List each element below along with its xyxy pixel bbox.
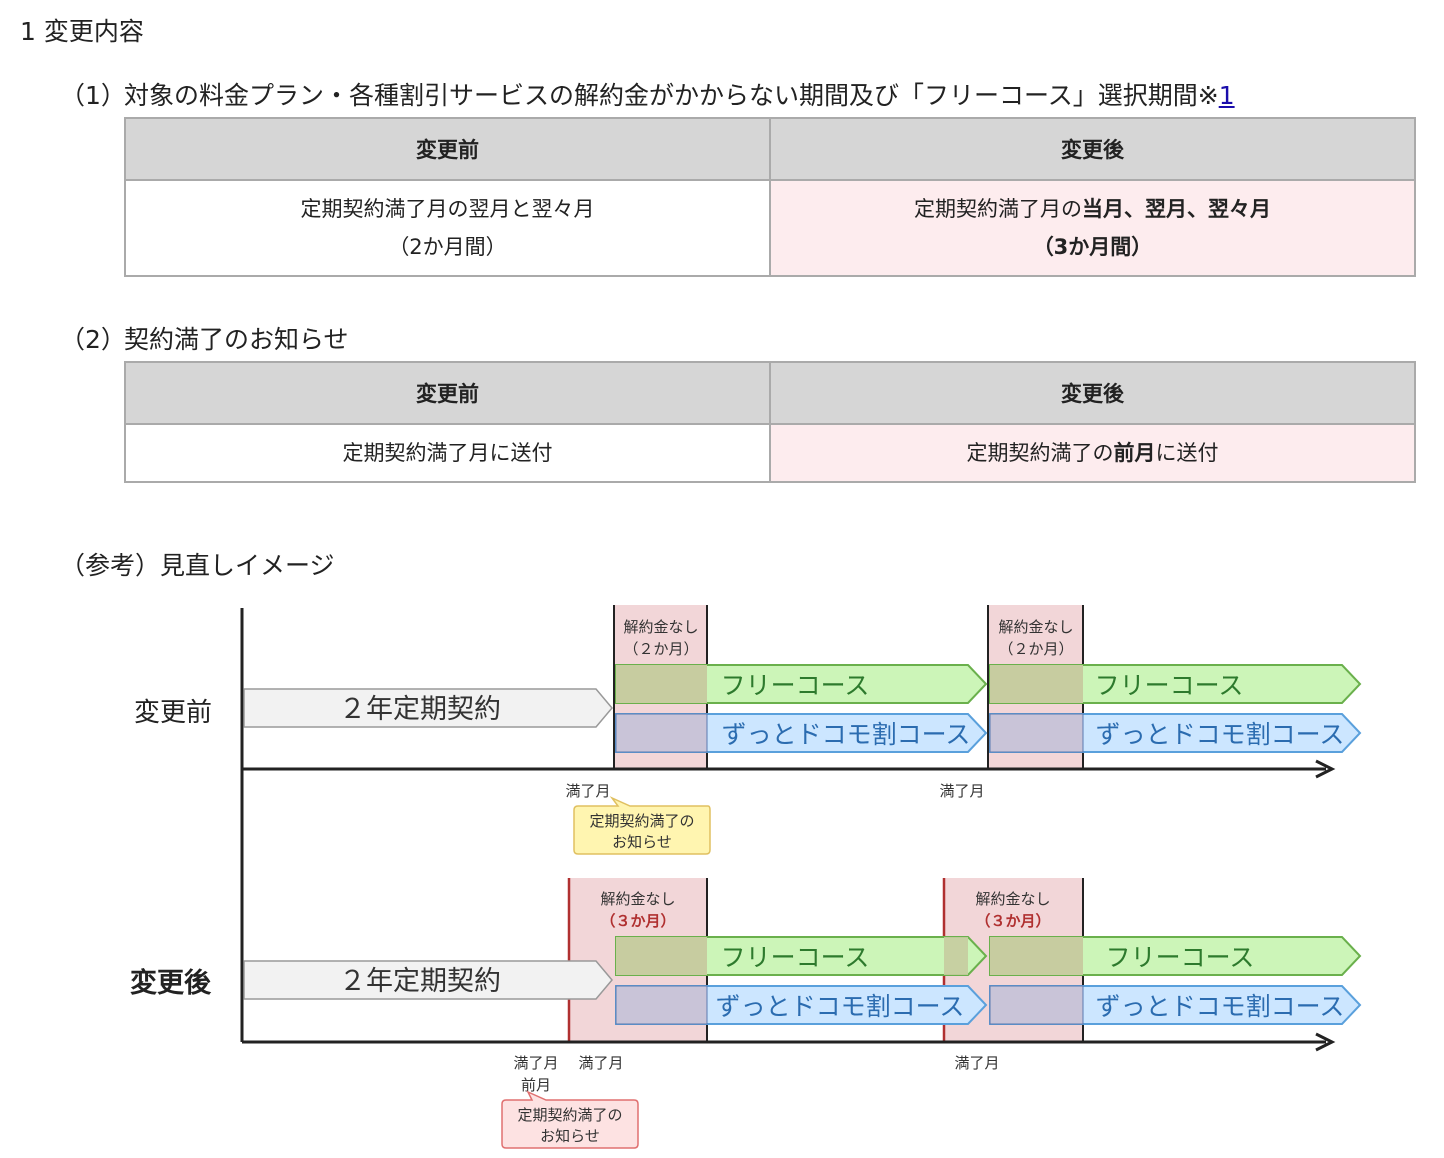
notice-line1-after: 定期契約満了の	[517, 1106, 622, 1124]
item1-title: 対象の料金プラン・各種割引サービスの解約金がかからない期間及び「フリーコース」選…	[124, 81, 1219, 110]
zutto-label-after-1: ずっとドコモ割コース	[716, 992, 965, 1021]
expiry-label-after-1: 満了月	[578, 1054, 623, 1072]
notice-line2-after: お知らせ	[540, 1127, 600, 1145]
notice-line1-before: 定期契約満了の	[589, 812, 694, 830]
item2-cell-after: 定期契約満了の前月に送付	[769, 423, 1416, 483]
footnote-link[interactable]: 1	[1218, 81, 1235, 110]
section-title: 1 変更内容	[20, 17, 144, 46]
free-course-label-before-2: フリーコース	[1095, 671, 1244, 700]
overlap-free-before-1	[616, 665, 707, 703]
item1-after-line2: （3か月間）	[1032, 235, 1153, 259]
item2-after-pre: 定期契約満了の	[966, 441, 1114, 465]
nofee-period-before-1: （２か月）	[623, 640, 698, 658]
item2-cell-before: 定期契約満了月に送付	[124, 423, 771, 483]
item2-heading: （2）契約満了のお知らせ	[60, 320, 349, 356]
expiry-label-after-prev: 満了月	[513, 1054, 558, 1072]
free-course-label-after-2: フリーコース	[1106, 943, 1255, 972]
nofee-period-after-2: （３か月）	[975, 912, 1050, 930]
item1-cell-after: 定期契約満了月の当月、翌月、翌々月 （3か月間）	[769, 179, 1416, 277]
item2-title: 契約満了のお知らせ	[124, 325, 349, 354]
zutto-label-before-2: ずっとドコモ割コース	[1096, 720, 1345, 749]
overlap-free-after-2	[990, 937, 1083, 975]
overlap-free-after-1	[616, 937, 707, 975]
nofee-period-before-2: （２か月）	[998, 640, 1073, 658]
item2-after-post: に送付	[1155, 441, 1219, 465]
item1-cell-before: 定期契約満了月の翌月と翌々月 （2か月間）	[124, 179, 771, 277]
overlap-zutto-before-1	[615, 713, 708, 753]
reference-title: （参考）見直しイメージ	[60, 551, 335, 580]
overlap-free-before-2	[990, 665, 1083, 703]
item2-number: （2）	[60, 325, 126, 354]
contract-label-before: ２年定期契約	[339, 694, 501, 725]
prev-month-label: 前月	[521, 1076, 551, 1094]
contract-arrow-before	[243, 688, 613, 728]
item2-table: 変更前 変更後 定期契約満了月に送付 定期契約満了の前月に送付	[124, 361, 1416, 483]
item2-header-after: 変更後	[769, 361, 1416, 425]
item1-header-after: 変更後	[769, 117, 1416, 181]
item1-number: （1）	[60, 81, 126, 110]
contract-arrow-after	[243, 960, 613, 1000]
overlap-zutto-before-2	[989, 713, 1084, 753]
expiry-label-before-1: 満了月	[565, 782, 610, 800]
item1-before-line2: （2か月間）	[388, 235, 507, 259]
item1-before-line1: 定期契約満了月の翌月と翌々月	[300, 197, 595, 221]
expiry-label-before-2: 満了月	[939, 782, 984, 800]
notice-bubble-before	[573, 796, 711, 855]
item1-after-plain: 定期契約満了月の	[914, 197, 1082, 221]
free-course-label-after-1: フリーコース	[721, 943, 870, 972]
item1-after-line1: 定期契約満了月の当月、翌月、翌々月	[772, 190, 1413, 228]
nofee-label-after-2: 解約金なし	[975, 890, 1050, 908]
item2-after-bold: 前月	[1113, 441, 1156, 465]
contract-label-after: ２年定期契約	[339, 966, 501, 997]
zutto-label-before-1: ずっとドコモ割コース	[722, 720, 971, 749]
nofee-label-before-1: 解約金なし	[623, 618, 698, 636]
overlap-zutto-after-1	[615, 985, 708, 1025]
item1-heading: （1）対象の料金プラン・各種割引サービスの解約金がかからない期間及び「フリーコー…	[60, 76, 1235, 112]
zutto-label-after-2: ずっとドコモ割コース	[1096, 992, 1345, 1021]
nofee-period-after-1: （３か月）	[600, 912, 675, 930]
notice-line2-before: お知らせ	[612, 833, 672, 851]
item1-table: 変更前 変更後 定期契約満了月の翌月と翌々月 （2か月間） 定期契約満了月の当月…	[124, 117, 1416, 277]
diagram-before-label: 変更前	[134, 698, 212, 728]
free-course-label-before-1: フリーコース	[721, 671, 870, 700]
diagram-after-label: 変更後	[130, 967, 212, 999]
item1-header-before: 変更前	[124, 117, 771, 181]
item1-after-bold: 当月、翌月、翌々月	[1082, 197, 1271, 221]
item2-header-before: 変更前	[124, 361, 771, 425]
expiry-label-after-2: 満了月	[954, 1054, 999, 1072]
overlap-zutto-after-2	[989, 985, 1084, 1025]
nofee-label-after-1: 解約金なし	[600, 890, 675, 908]
notice-bubble-after	[501, 1090, 639, 1149]
nofee-label-before-2: 解約金なし	[998, 618, 1073, 636]
